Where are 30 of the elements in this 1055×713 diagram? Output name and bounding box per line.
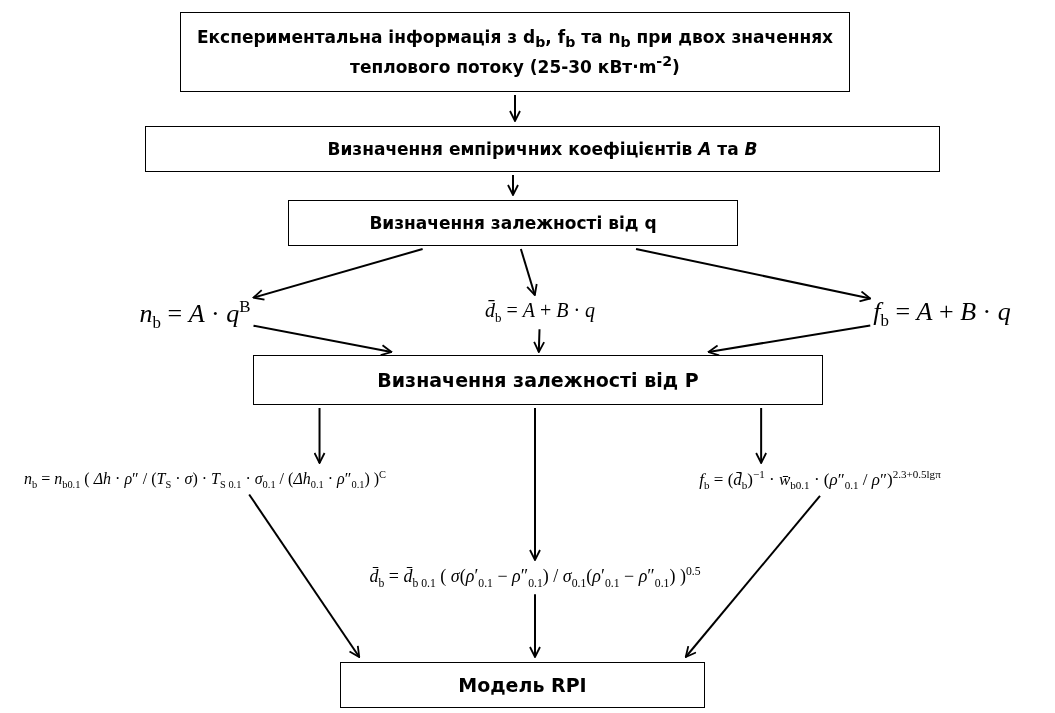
process-box [253,355,823,405]
formula: d̄$_{b}$ = A + B · q [484,299,596,321]
arrow [248,493,361,658]
arrow [519,248,538,296]
process-box [180,12,850,92]
arrow [313,407,326,464]
process-box [340,662,705,708]
arrow [635,248,872,303]
arrow [252,248,424,301]
box-label: Визначення залежності від P [377,367,699,393]
arrow [507,174,519,196]
arrow [529,407,541,561]
process-box [288,200,738,246]
box-label: Визначення залежності від q [369,211,657,235]
formula: f$_{b}$ = A + B · q [873,297,1011,326]
arrow [707,324,872,357]
process-box [145,126,940,172]
arrow [533,328,545,353]
box-label: Модель RPI [458,672,587,698]
formula: n$_{b}$ = A · q$^{B}$ [139,298,251,328]
box-label: Визначення емпіричних коефіцієнтів A та B [327,137,758,161]
formula: d̄$_{b}$ = d̄$_{b 0.1}$ ( σ(ρ′$_{0.1}$ − ρ″$_{0.1}$) / σ$_{0.1}$(ρ′$_{0.1}$ − ρ″$_{0.1}$) )$^{0.5}$ [369,566,701,586]
formula: f$_{b}$ = (d̄$_{b}$)$^{−1}$ · w̄$_{b0.1}$ · (ρ″$_{0.1}$ / ρ″)$^{2.3+0.5lgπ}$ [699,469,941,489]
arrow [684,494,821,658]
arrow [529,593,541,658]
formula: n$_{b}$ = n$_{b0.1}$ ( Δh · ρ″ / (T$_{S}$ · σ) · T$_{S 0.1}$ · σ$_{0.1}$ / (Δh$_{0.1}$ · ρ″$_{0.1}$) )$^{C}$ [23,470,387,488]
arrow [755,407,768,464]
arrow [509,94,521,122]
box-label: Експериментальна інформація з d$_{b}$, f$_{b}$ та n$_{b}$ при двох значеннях теплового потоку (25-30 кВт·m$^{-2}$) [195,26,835,78]
arrow [252,324,393,356]
